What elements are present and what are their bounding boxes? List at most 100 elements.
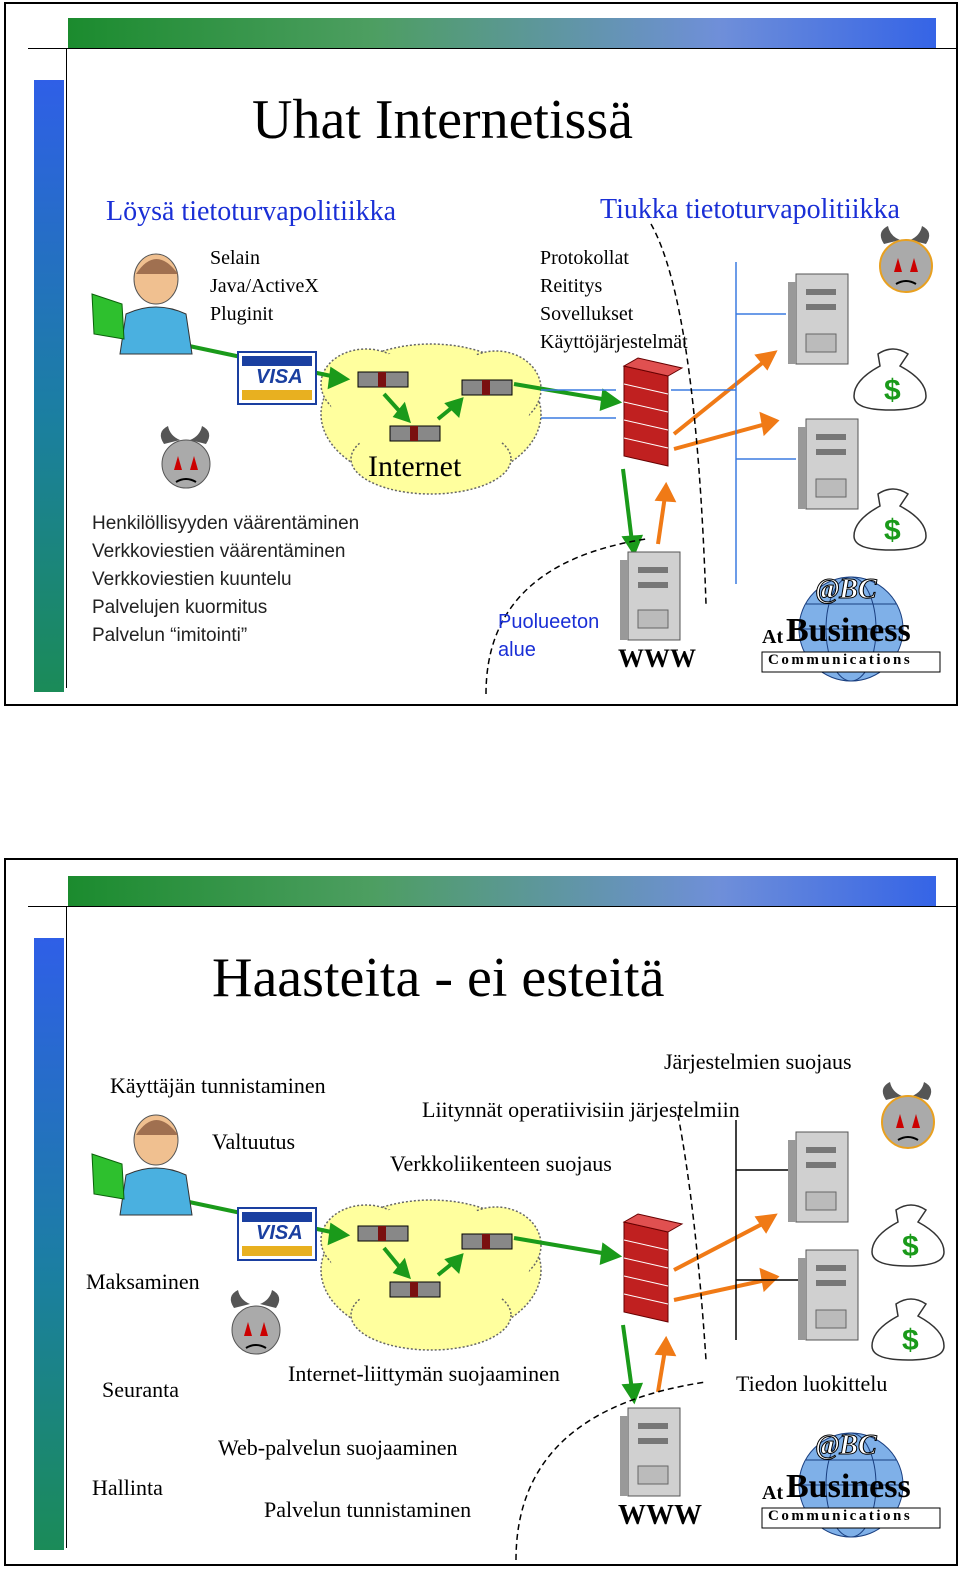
svg-text:$: $ — [884, 374, 901, 407]
network-diagram: $ $ — [91, 223, 941, 695]
www-label: WWW — [618, 644, 696, 673]
traffic-protection-label: Verkkoliikenteen suojaus — [390, 1151, 612, 1176]
visa-card-icon — [237, 351, 317, 405]
firewall-icon — [622, 1213, 684, 1323]
money-bag-icon: $ — [871, 1298, 945, 1361]
header-rule — [28, 906, 956, 907]
router-icon — [389, 1281, 441, 1298]
threats-list: Henkilöllisyyden väärentäminen Verkkovie… — [92, 510, 359, 650]
slide-1: $ $ Uhat Internetissä Löysä tietoturvapo… — [4, 2, 958, 706]
attacker-devil-icon — [881, 1082, 935, 1149]
svg-text:$: $ — [902, 1230, 919, 1263]
sidebar-gradient-bar — [34, 80, 64, 692]
money-bag-icon: $ — [853, 488, 927, 551]
service-auth-label: Palvelun tunnistaminen — [264, 1497, 472, 1522]
loose-policy-heading: Löysä tietoturvapolitiikka — [106, 196, 397, 227]
client-items-list: Selain Java/ActiveX Pluginit — [210, 244, 319, 328]
strict-policy-heading: Tiukka tietoturvapolitiikka — [600, 194, 900, 225]
internet-cloud — [320, 1199, 542, 1351]
threat-item: Verkkoviestien kuuntelu — [92, 569, 292, 590]
user-person-icon — [91, 1114, 193, 1216]
lan-lines — [735, 1120, 798, 1340]
logo-at: At — [762, 626, 784, 648]
slide-2: $ $ Haasteita - ei esteitä Järjestelmien… — [4, 858, 958, 1566]
server-arrows — [654, 350, 780, 545]
server-item: Käyttöjärjestelmät — [540, 331, 688, 353]
svg-text:$: $ — [884, 514, 901, 547]
user-person-icon — [91, 253, 193, 355]
logo-business: Business — [786, 1468, 911, 1505]
client-item: Java/ActiveX — [210, 275, 319, 297]
left-rule — [66, 48, 67, 688]
server-icon — [798, 418, 859, 510]
threat-item: Henkilöllisyyden väärentäminen — [92, 513, 360, 534]
threat-item: Palvelun “imitointi” — [92, 625, 248, 646]
left-rule — [66, 906, 67, 1548]
threat-item: Verkkoviestien väärentäminen — [92, 541, 346, 562]
business-logo-globe — [761, 576, 941, 682]
dmz-boundary — [485, 538, 647, 695]
svg-text:$: $ — [902, 1324, 919, 1357]
monitoring-label: Seuranta — [102, 1377, 179, 1402]
client-item: Selain — [210, 247, 260, 269]
dmz-label-line: alue — [498, 639, 536, 661]
server-arrows — [654, 1213, 780, 1393]
slide-title: Haasteita - ei esteitä — [212, 947, 665, 1009]
management-label: Hallinta — [92, 1475, 163, 1500]
money-bag-icon: $ — [871, 1204, 945, 1267]
router-icon — [357, 1225, 409, 1242]
slide-title: Uhat Internetissä — [252, 89, 633, 151]
web-protection-label: Web-palvelun suojaaminen — [218, 1435, 458, 1460]
header-gradient-bar — [68, 18, 936, 48]
www-server-icon — [620, 551, 681, 641]
server-item: Reititys — [540, 275, 603, 297]
logo-communications: Communications — [768, 1508, 913, 1524]
logo-at: At — [762, 1482, 784, 1504]
payment-label: Maksaminen — [86, 1269, 200, 1294]
business-logo-globe — [761, 1432, 941, 1538]
policy-boundary — [650, 223, 707, 605]
server-item: Sovellukset — [540, 303, 634, 325]
router-icon — [389, 425, 441, 442]
server-icon — [788, 273, 849, 365]
router-icon — [461, 379, 513, 396]
user-auth-label: Käyttäjän tunnistaminen — [110, 1073, 326, 1098]
dmz-boundary — [515, 1381, 707, 1561]
dmz-label-line: Puolueeton — [498, 611, 600, 633]
firewall-icon — [622, 357, 684, 467]
server-items-list: Protokollat Reititys Sovellukset Käyttöj… — [540, 244, 688, 356]
threat-item: Palvelujen kuormitus — [92, 597, 268, 618]
server-icon — [788, 1131, 849, 1223]
attacker-devil-icon — [230, 1290, 281, 1355]
server-icon — [798, 1249, 859, 1341]
server-item: Protokollat — [540, 247, 629, 269]
network-diagram: $ $ — [91, 1082, 945, 1561]
logo-business: Business — [786, 612, 911, 649]
interfaces-label: Liitynnät operatiivisiin järjestelmiin — [422, 1097, 740, 1122]
sidebar-gradient-bar — [34, 938, 64, 1550]
visa-card-icon — [237, 1207, 317, 1261]
header-gradient-bar — [68, 876, 936, 906]
attacker-devil-icon — [160, 426, 211, 489]
lan-lines — [541, 262, 796, 584]
logo-abc: @BC — [816, 1430, 878, 1462]
money-bag-icon: $ — [853, 348, 927, 411]
authorization-label: Valtuutus — [212, 1129, 296, 1154]
system-protection-label: Järjestelmien suojaus — [664, 1049, 852, 1074]
router-icon — [461, 1233, 513, 1250]
router-icon — [357, 371, 409, 388]
header-rule — [28, 48, 956, 49]
visa-card-label: VISA — [256, 366, 303, 388]
logo-abc: @BC — [816, 574, 878, 606]
visa-card-label: VISA — [256, 1222, 303, 1244]
dmz-label: Puolueeton alue — [498, 608, 599, 664]
client-item: Pluginit — [210, 303, 274, 325]
policy-boundary — [677, 1114, 707, 1361]
www-label: WWW — [618, 1500, 702, 1531]
www-server-icon — [620, 1407, 681, 1497]
info-classification-label: Tiedon luokittelu — [736, 1371, 888, 1396]
attacker-devil-icon — [879, 226, 933, 293]
logo-communications: Communications — [768, 652, 913, 668]
internet-protection-label: Internet-liittymän suojaaminen — [288, 1361, 560, 1386]
internet-label: Internet — [368, 450, 462, 483]
